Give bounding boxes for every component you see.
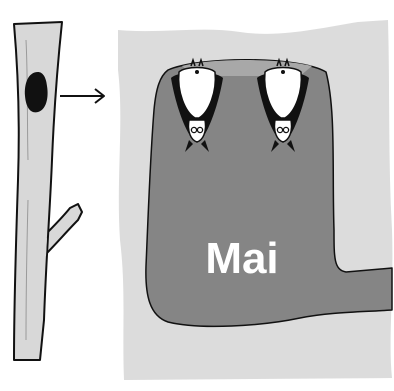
month-label: Mai [205, 234, 278, 283]
tree-hole [24, 72, 48, 113]
bat-icon [171, 57, 223, 152]
arrow-right-icon [60, 88, 105, 104]
tree-trunk-icon [13, 21, 83, 361]
bat-icon [257, 57, 309, 152]
